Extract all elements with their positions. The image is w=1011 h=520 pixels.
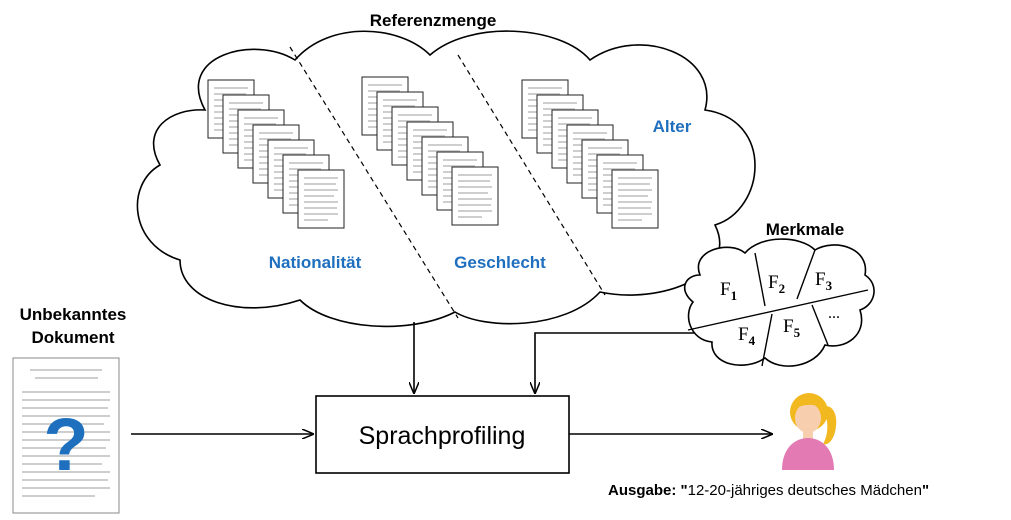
category-gender: Geschlecht [454,253,546,272]
features-divider-2 [796,249,816,300]
svg-text:F1: F1 [720,279,737,303]
output-suffix: " [922,482,929,499]
svg-text:F5: F5 [783,316,801,340]
features-divider-3 [761,313,773,367]
feature-f2: F2 [768,272,785,296]
arrow-features-to-process [535,332,694,393]
svg-text:F2: F2 [768,272,785,296]
features-title: Merkmale [766,220,844,239]
svg-text:F4: F4 [738,324,756,348]
output-text: Ausgabe: "12-20-jähriges deutsches Mädch… [608,482,929,499]
feature-f3: F3 [815,269,833,293]
sprachprofiling-box [315,395,570,474]
sprachprofiling-label: Sprachprofiling [359,422,526,450]
category-nationality: Nationalität [269,253,362,272]
unknown-document-title-line2: Dokument [31,328,114,347]
features-divider-1 [754,252,766,307]
feature-f5: F5 [783,316,801,340]
feature-f1: F1 [720,279,737,303]
svg-text:F3: F3 [815,269,833,293]
divider-1 [289,46,459,319]
features-divider-4 [811,304,829,346]
feature-more: ... [828,305,840,322]
category-age: Alter [653,117,692,136]
output-value: 12-20-jähriges deutsches Mädchen [688,482,922,499]
girl-avatar-icon [782,393,837,470]
output-prefix: Ausgabe: " [608,482,688,499]
question-mark-icon: ? [43,403,88,486]
feature-f4: F4 [738,324,756,348]
reference-set-title: Referenzmenge [370,11,497,30]
unknown-document-title-line1: Unbekanntes [20,305,127,324]
unknown-document: ? [12,357,120,514]
features-cloud [683,238,875,367]
features-divider-h [687,289,869,331]
divider-2 [457,54,606,296]
